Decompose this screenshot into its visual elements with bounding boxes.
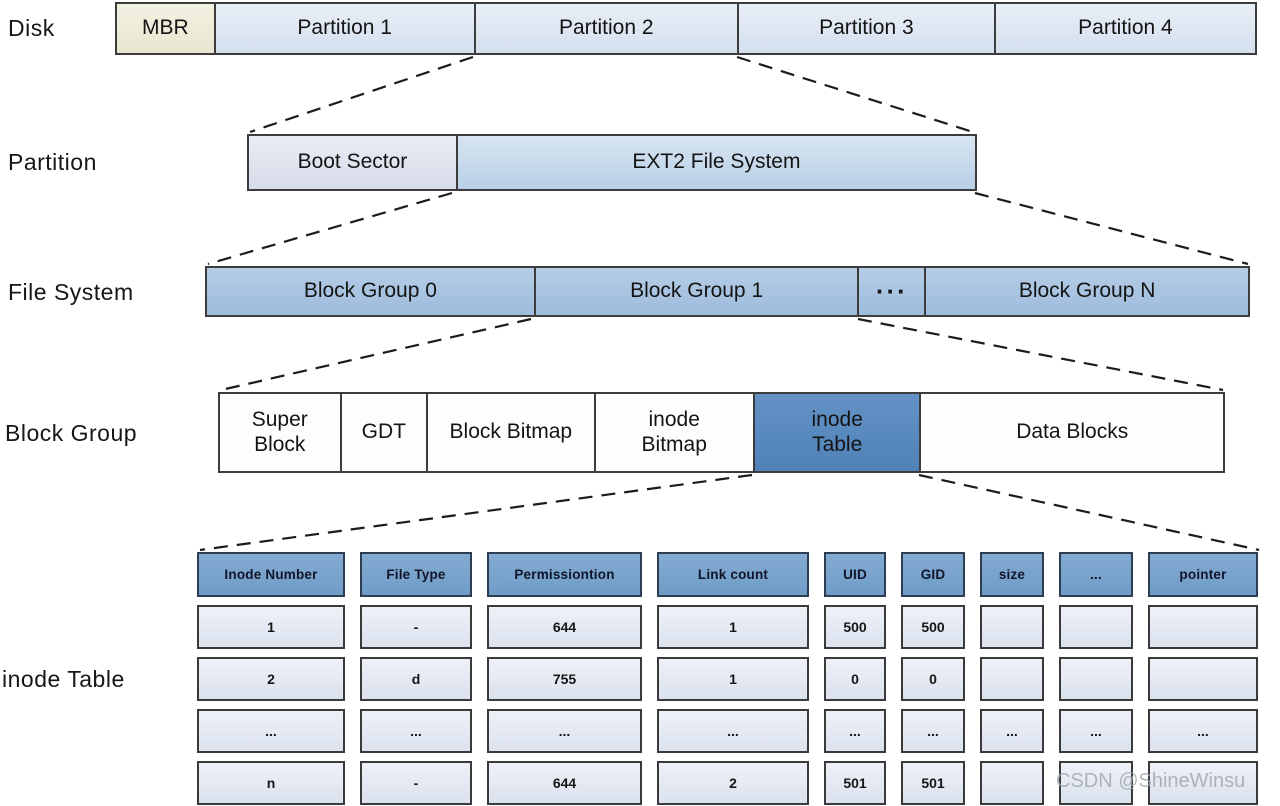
partition-segment-ext2: EXT2 File System <box>455 136 975 189</box>
inode-cell: ... <box>487 709 642 753</box>
inode-col-header: GID <box>901 552 965 597</box>
label-file-system: File System <box>8 279 134 305</box>
fs-segment-ellipsis: ··· <box>857 268 925 315</box>
inode-cell <box>980 761 1044 805</box>
csdn-watermark: CSDN @ShineWinsu <box>1056 770 1246 792</box>
bg-segment-inode-bitmap: inode Bitmap <box>593 394 753 471</box>
inode-cell: ... <box>360 709 472 753</box>
inode-cell <box>980 605 1044 649</box>
inode-cell <box>980 657 1044 701</box>
inode-cell <box>1148 605 1258 649</box>
inode-col-header: size <box>980 552 1044 597</box>
inode-col-header: ... <box>1059 552 1133 597</box>
inode-col-header: pointer <box>1148 552 1258 597</box>
label-disk: Disk <box>8 15 55 41</box>
inode-cell: ... <box>901 709 965 753</box>
inode-col-header: File Type <box>360 552 472 597</box>
partition-strip: Boot Sector EXT2 File System <box>247 134 977 191</box>
label-inode-table: inode Table <box>2 666 125 692</box>
inode-cell: ... <box>980 709 1044 753</box>
inode-cell: ... <box>197 709 345 753</box>
disk-segment-mbr: MBR <box>117 4 214 53</box>
inode-cell: ... <box>1148 709 1258 753</box>
inode-cell: 501 <box>901 761 965 805</box>
inode-col-header: UID <box>824 552 886 597</box>
bg-segment-super-block: Super Block <box>220 394 340 471</box>
inode-col-header: Link count <box>657 552 809 597</box>
inode-cell: 755 <box>487 657 642 701</box>
inode-cell: ... <box>824 709 886 753</box>
inode-cell <box>1059 657 1133 701</box>
inode-cell: 500 <box>901 605 965 649</box>
inode-cell: 644 <box>487 605 642 649</box>
disk-segment-partition2: Partition 2 <box>473 4 737 53</box>
fs-segment-block-group-1: Block Group 1 <box>533 268 858 315</box>
bg-segment-inode-table: inode Table <box>752 394 920 471</box>
inode-cell: ... <box>657 709 809 753</box>
bg-segment-data-blocks: Data Blocks <box>919 394 1223 471</box>
inode-cell: 500 <box>824 605 886 649</box>
block-group-strip: Super Block GDT Block Bitmap inode Bitma… <box>218 392 1225 473</box>
inode-cell <box>1059 761 1133 805</box>
label-partition: Partition <box>8 149 97 175</box>
inode-cell: - <box>360 605 472 649</box>
inode-col-header: Inode Number <box>197 552 345 597</box>
inode-cell: - <box>360 761 472 805</box>
inode-cell: 501 <box>824 761 886 805</box>
inode-cell: 2 <box>657 761 809 805</box>
disk-segment-partition4: Partition 4 <box>993 4 1255 53</box>
inode-cell <box>1148 761 1258 805</box>
fs-segment-block-group-0: Block Group 0 <box>207 268 534 315</box>
file-system-strip: Block Group 0 Block Group 1 ··· Block Gr… <box>205 266 1250 317</box>
disk-segment-partition1: Partition 1 <box>213 4 474 53</box>
inode-cell <box>1059 605 1133 649</box>
inode-cell: 1 <box>657 605 809 649</box>
label-block-group: Block Group <box>5 420 138 446</box>
inode-table: Inode Number File Type Permissiontion Li… <box>197 552 1258 805</box>
inode-cell: 0 <box>901 657 965 701</box>
inode-cell: 1 <box>197 605 345 649</box>
disk-strip: MBR Partition 1 Partition 2 Partition 3 … <box>115 2 1257 55</box>
bg-segment-block-bitmap: Block Bitmap <box>426 394 594 471</box>
inode-cell: 644 <box>487 761 642 805</box>
inode-cell: 2 <box>197 657 345 701</box>
inode-cell: 1 <box>657 657 809 701</box>
inode-col-header: Permissiontion <box>487 552 642 597</box>
bg-segment-gdt: GDT <box>339 394 427 471</box>
inode-cell <box>1148 657 1258 701</box>
partition-segment-boot-sector: Boot Sector <box>249 136 456 189</box>
inode-cell: 0 <box>824 657 886 701</box>
disk-segment-partition3: Partition 3 <box>736 4 994 53</box>
inode-cell: d <box>360 657 472 701</box>
inode-cell: ... <box>1059 709 1133 753</box>
fs-segment-block-group-n: Block Group N <box>924 268 1248 315</box>
inode-cell: n <box>197 761 345 805</box>
